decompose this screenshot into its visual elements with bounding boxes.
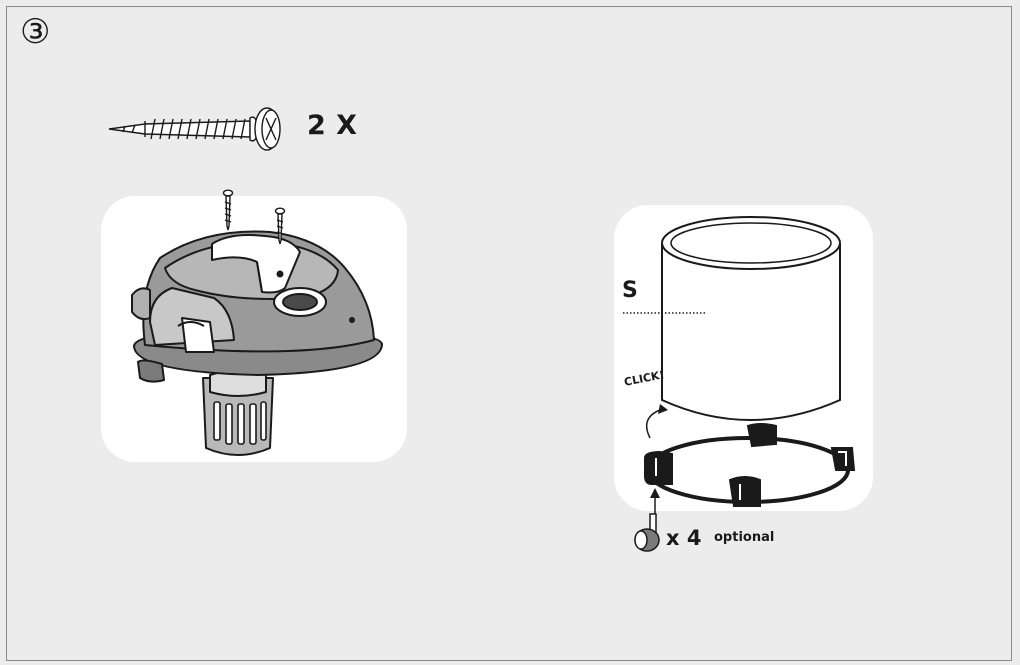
screw-illustration [108, 107, 281, 151]
caster-note: optional [714, 530, 775, 545]
step-number: ③ [20, 12, 51, 52]
container-label: S [622, 278, 638, 303]
caster-quantity: x 4 [666, 526, 702, 550]
page-frame [6, 6, 1012, 661]
screw-quantity: 2 X [307, 110, 358, 141]
